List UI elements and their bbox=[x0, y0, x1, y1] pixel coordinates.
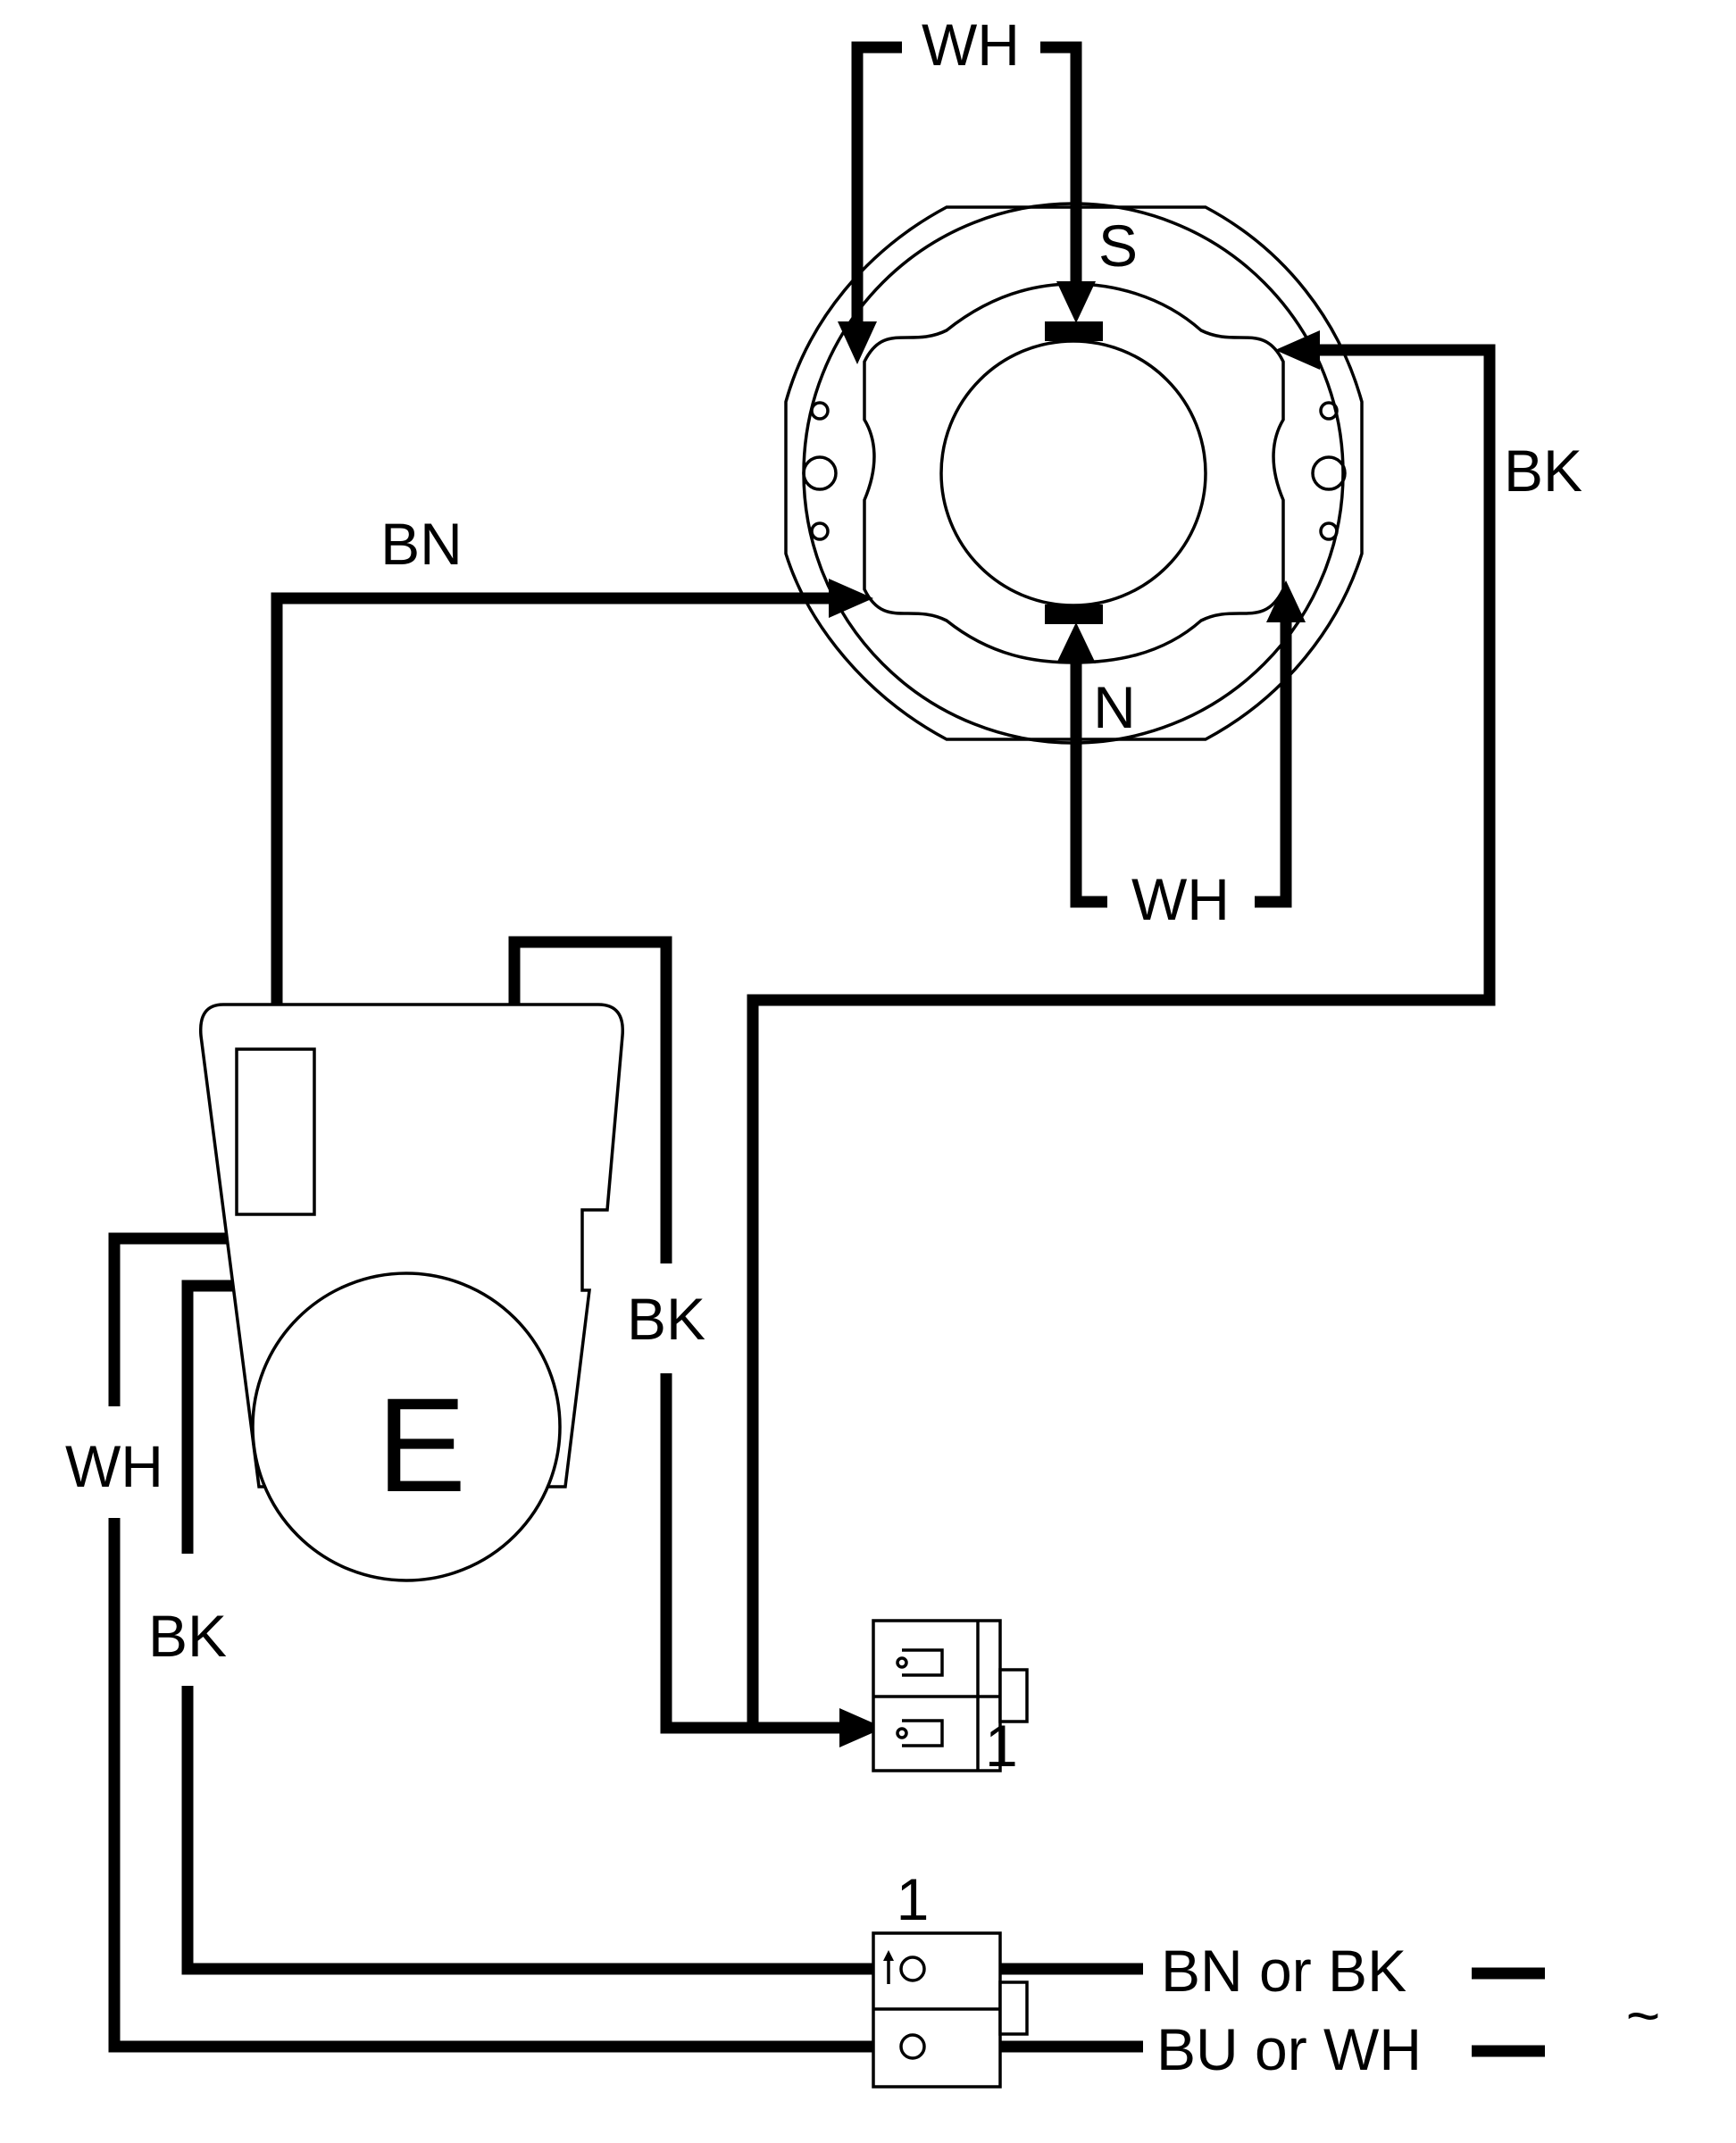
wire-bk-right bbox=[747, 344, 1496, 1728]
wire-wh-top-right bbox=[1040, 41, 1082, 295]
component-e-fuse bbox=[235, 1047, 316, 1216]
label-bn: BN bbox=[380, 511, 463, 577]
arrow-bk-right bbox=[1275, 330, 1320, 370]
terminal-lower-pin bbox=[896, 1727, 908, 1739]
label-supply-neutral: BU or WH bbox=[1156, 2016, 1422, 2082]
mount-hole-right-top bbox=[1319, 401, 1339, 421]
label-wh-top: WH bbox=[922, 12, 1020, 78]
wire-wh-top-left bbox=[851, 41, 902, 335]
brush-top bbox=[1045, 321, 1103, 341]
supply-connector: 1 bbox=[872, 1866, 1029, 2089]
wire-bk-middle-upper bbox=[508, 936, 672, 1263]
terminal-label-one-lower: 1 bbox=[985, 1713, 1018, 1779]
arrow-wh-top-left bbox=[838, 321, 877, 364]
label-supply-live: BN or BK bbox=[1161, 1938, 1406, 2004]
rotor-circle bbox=[939, 339, 1207, 607]
ac-symbol: ~ bbox=[1626, 1982, 1661, 2048]
label-wh-bottom: WH bbox=[1131, 866, 1230, 932]
arrow-wh-bottom-right bbox=[1266, 580, 1306, 622]
wires bbox=[108, 41, 1545, 2057]
label-bk-middle: BK bbox=[627, 1286, 705, 1352]
terminal-lower-u-clip bbox=[902, 1719, 944, 1747]
mount-hole-right-middle bbox=[1311, 455, 1347, 491]
supply-terminal-neutral bbox=[899, 2033, 926, 2060]
arrow-n-wire bbox=[1056, 622, 1096, 663]
terminal-block: 1 bbox=[872, 1619, 1029, 1779]
label-s-pole: S bbox=[1098, 213, 1138, 279]
arrow-terminal-block bbox=[839, 1708, 884, 1747]
terminal-block-tab bbox=[998, 1668, 1029, 1723]
arrow-wh-top-right bbox=[1056, 281, 1096, 323]
mount-hole-right-bottom bbox=[1319, 521, 1339, 541]
supply-terminal-live bbox=[899, 1955, 926, 1982]
brush-bottom bbox=[1045, 605, 1103, 624]
wire-bk-left-lower bbox=[181, 1686, 893, 1975]
wire-wh-left-lower bbox=[108, 1518, 893, 2053]
terminal-label-one-upper: 1 bbox=[897, 1866, 930, 1932]
mount-hole-left-bottom bbox=[810, 521, 830, 541]
mount-hole-left-top bbox=[810, 401, 830, 421]
e-label: E bbox=[377, 1370, 466, 1520]
mount-hole-left-middle bbox=[802, 455, 838, 491]
terminal-upper-pin bbox=[896, 1656, 908, 1669]
label-bk-right: BK bbox=[1504, 438, 1582, 504]
wire-wh-bottom-left bbox=[1070, 656, 1107, 908]
wire-bk-middle-lower bbox=[660, 1373, 844, 1734]
supply-indicator-arrow bbox=[883, 1950, 894, 1961]
wire-wh-left-upper bbox=[108, 1232, 273, 1406]
wire-labels: WH S BK BN N WH BK WH BK BN or BK BU or … bbox=[65, 12, 1660, 2082]
arrow-bn bbox=[829, 579, 873, 618]
label-bk-left: BK bbox=[148, 1603, 227, 1669]
wire-wh-bottom-right bbox=[1255, 616, 1292, 908]
stator-outer-housing bbox=[784, 205, 1364, 741]
component-e-circle bbox=[251, 1272, 562, 1582]
wire-bn bbox=[271, 592, 838, 1027]
component-e: E bbox=[198, 1003, 624, 1582]
label-wh-left: WH bbox=[65, 1433, 163, 1499]
terminal-upper-u-clip bbox=[902, 1648, 944, 1677]
label-n-pole: N bbox=[1093, 674, 1136, 740]
supply-connector-tab bbox=[998, 1980, 1029, 2036]
